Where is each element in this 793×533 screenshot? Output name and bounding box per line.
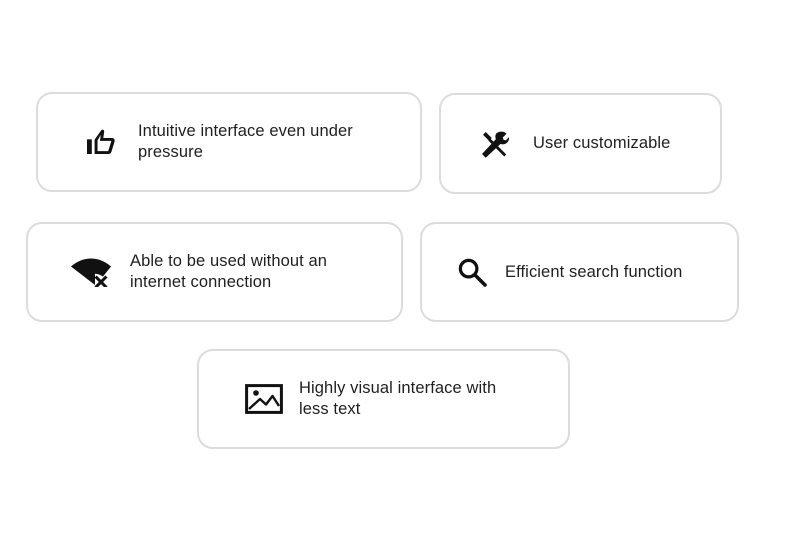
feature-card-offline-use: Able to be used without an internet conn…	[26, 222, 403, 322]
wifi-off-icon	[70, 257, 112, 287]
search-icon	[456, 257, 488, 287]
feature-card-visual-interface: Highly visual interface with less text	[197, 349, 570, 449]
feature-label: Able to be used without an internet conn…	[130, 252, 328, 291]
thumbs-up-icon	[84, 126, 118, 158]
feature-label: User customizable	[533, 134, 671, 152]
feature-label: Highly visual interface with less text	[299, 379, 497, 418]
feature-label: Intuitive interface even under pressure	[138, 122, 353, 161]
feature-card-search-function: Efficient search function	[420, 222, 739, 322]
feature-card-intuitive-interface: Intuitive interface even under pressure	[36, 92, 422, 192]
tools-icon	[479, 129, 511, 159]
image-icon	[245, 384, 283, 414]
feature-label: Efficient search function	[505, 262, 683, 281]
feature-card-user-customizable: User customizable	[439, 93, 722, 194]
